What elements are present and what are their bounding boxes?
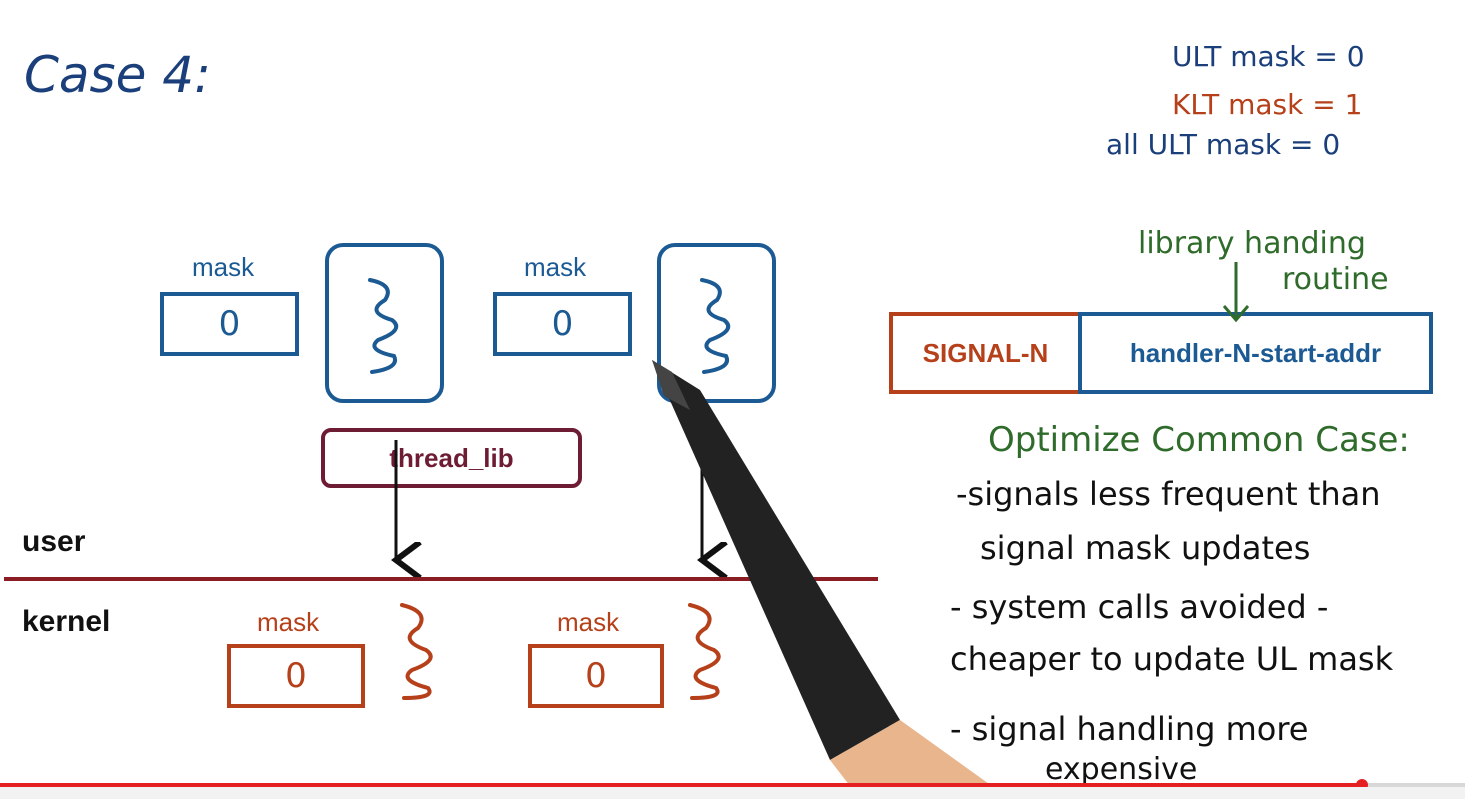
all-ult-mask-note: all ULT mask = 0 (1106, 128, 1341, 161)
kernel-mask-box-1: 0 (227, 644, 365, 708)
page-title: Case 4: (24, 46, 211, 104)
ult-mask-note: ULT mask = 0 (1172, 40, 1365, 73)
user-mask-label-1: mask (192, 252, 255, 282)
library-handling-annotation-1: library handing (1138, 226, 1366, 261)
user-thread-1-squiggle (368, 278, 399, 374)
video-control-bar (0, 787, 1465, 799)
kernel-layer-label: kernel (22, 605, 111, 638)
notes-line-3: - system calls avoided - (950, 588, 1329, 626)
user-mask-box-2: 0 (493, 292, 632, 356)
kernel-thread-1-squiggle (400, 603, 433, 700)
handler-addr-cell: handler-N-start-addr (1078, 312, 1433, 394)
library-handling-annotation-2: routine (1282, 262, 1389, 297)
user-layer-label: user (22, 525, 86, 558)
signal-n-label: SIGNAL-N (922, 337, 1049, 368)
user-mask-label-2: mask (524, 252, 587, 282)
user-thread-2-squiggle (700, 278, 731, 374)
kernel-mask-value-1: 0 (285, 656, 307, 696)
thread-lib-label: thread_lib (389, 442, 514, 473)
pen-overlay (652, 360, 1010, 799)
handler-addr-label: handler-N-start-addr (1129, 337, 1382, 368)
user-mask-value-1: 0 (218, 304, 241, 344)
klt-mask-note: KLT mask = 1 (1172, 88, 1363, 121)
notes-line-4: cheaper to update UL mask (950, 640, 1394, 678)
video-progress-fill (0, 783, 1363, 787)
kernel-mask-value-2: 0 (585, 656, 607, 696)
notes-line-1: -signals less frequent than (956, 475, 1381, 513)
user-thread-1 (325, 243, 444, 403)
notes-line-6: expensive (1045, 752, 1198, 787)
user-mask-value-2: 0 (551, 304, 574, 344)
notes-line-2: signal mask updates (980, 529, 1311, 567)
kernel-mask-label-1: mask (257, 607, 320, 637)
notes-line-5: - signal handling more (950, 710, 1309, 748)
kernel-mask-label-2: mask (557, 607, 620, 637)
kernel-thread-2-squiggle (688, 603, 721, 700)
kernel-mask-box-2: 0 (528, 644, 664, 708)
user-thread-2 (657, 243, 776, 403)
notes-heading: Optimize Common Case: (988, 420, 1410, 460)
thread-lib-box: thread_lib (321, 428, 582, 488)
user-mask-box-1: 0 (160, 292, 299, 356)
